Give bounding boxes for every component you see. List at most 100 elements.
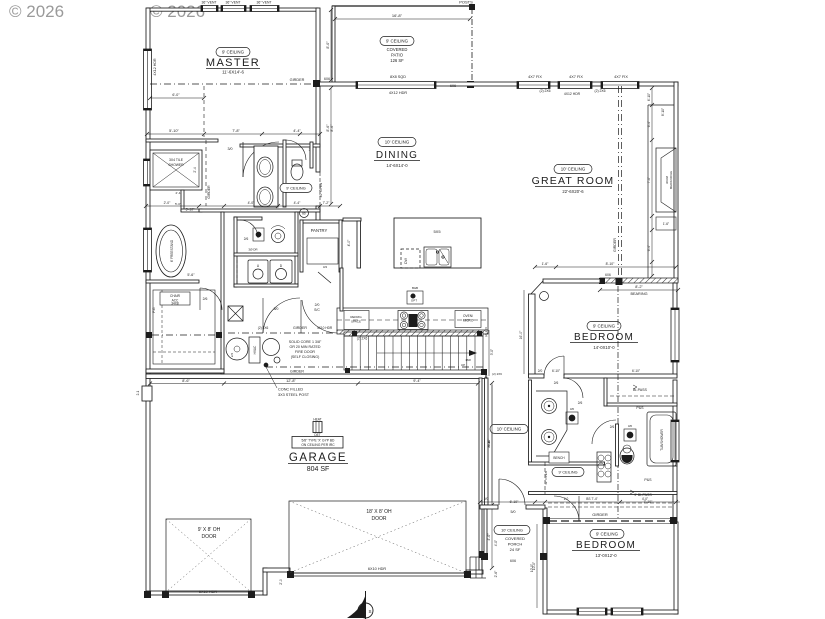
svg-text:2/4: 2/4 (230, 353, 234, 358)
svg-text:TUB/SHOWER: TUB/SHOWER (660, 429, 664, 451)
svg-text:SPACE: SPACE (351, 320, 361, 324)
svg-text:BI-PASS: BI-PASS (633, 388, 648, 392)
svg-text:(2) 2X6: (2) 2X6 (539, 89, 550, 93)
svg-text:(SELF CLOSING): (SELF CLOSING) (291, 355, 320, 359)
svg-text:8'-6": 8'-6" (326, 124, 330, 132)
svg-text:3X3 STEEL POST: 3X3 STEEL POST (278, 393, 310, 397)
svg-text:10'-0": 10'-0" (530, 564, 534, 572)
svg-text:BEDROOM: BEDROOM (576, 540, 636, 551)
svg-text:2/6: 2/6 (203, 297, 208, 301)
svg-text:8'-10": 8'-10" (661, 108, 665, 116)
svg-text:9' CEILING: 9' CEILING (286, 186, 306, 191)
svg-text:6X6: 6X6 (510, 559, 516, 563)
svg-text:5/8" TYPE 'X' GYP BD: 5/8" TYPE 'X' GYP BD (302, 439, 336, 443)
svg-text:3/0: 3/0 (570, 407, 575, 411)
svg-text:6'-4": 6'-4" (647, 121, 651, 127)
svg-text:POSTS: POSTS (459, 0, 473, 5)
svg-text:12'-8": 12'-8" (286, 379, 296, 383)
svg-text:SOLID CORE 1 3/8": SOLID CORE 1 3/8" (289, 340, 322, 344)
svg-text:2/6: 2/6 (610, 425, 615, 429)
svg-text:MASTER: MASTER (206, 57, 260, 69)
svg-text:DET: DET (314, 433, 320, 437)
svg-text:36" VENT: 36" VENT (257, 1, 272, 5)
svg-text:8'-10": 8'-10" (487, 438, 491, 448)
svg-text:OR 20 MIN RATED: OR 20 MIN RATED (290, 345, 321, 349)
svg-text:3X4 TILE: 3X4 TILE (169, 158, 184, 162)
svg-text:ACC: ACC (172, 299, 179, 303)
svg-text:3Ø DR: 3Ø DR (248, 248, 258, 252)
svg-text:GARAGE: GARAGE (289, 452, 347, 464)
svg-text:22'-6X20'-6: 22'-6X20'-6 (562, 189, 584, 194)
svg-text:40" OPEN: 40" OPEN (319, 182, 323, 197)
svg-text:5'-10": 5'-10" (186, 208, 195, 212)
svg-text:8'-6": 8'-6" (182, 379, 190, 383)
svg-text:9' CEILING: 9' CEILING (222, 50, 245, 55)
svg-text:GIRDER: GIRDER (613, 238, 617, 252)
svg-text:6' FREESTAND: 6' FREESTAND (170, 239, 174, 262)
svg-text:CONC FILLED: CONC FILLED (278, 388, 303, 392)
svg-text:16'-8": 16'-8" (392, 13, 403, 18)
svg-text:U: U (257, 264, 260, 268)
svg-text:5'-0": 5'-0" (175, 202, 181, 206)
svg-text:1'-6": 1'-6" (663, 222, 669, 226)
svg-text:3/0: 3/0 (274, 307, 279, 311)
svg-text:10'-0": 10'-0" (532, 562, 536, 570)
svg-text:7'-10": 7'-10" (644, 500, 653, 504)
svg-text:DOOR: DOOR (202, 534, 217, 540)
svg-text:GIRDER: GIRDER (290, 78, 305, 82)
svg-text:UP: UP (461, 363, 465, 367)
svg-text:S: S (368, 609, 371, 614)
svg-text:2/6: 2/6 (578, 401, 583, 405)
svg-text:(2) 2X6: (2) 2X6 (484, 369, 488, 379)
svg-text:6'-10": 6'-10" (552, 369, 560, 373)
svg-text:PORCH: PORCH (508, 542, 523, 547)
svg-text:8'-6": 8'-6" (330, 124, 334, 132)
svg-text:GIRDER: GIRDER (207, 185, 211, 199)
svg-text:9' CEILING: 9' CEILING (593, 324, 616, 329)
svg-text:8'-2": 8'-2" (635, 285, 643, 289)
svg-text:14'-0X10'-0: 14'-0X10'-0 (593, 345, 615, 350)
svg-text:9' CEILING: 9' CEILING (558, 471, 577, 475)
svg-text:2/0: 2/0 (484, 497, 489, 501)
svg-text:3'-0": 3'-0" (490, 349, 494, 355)
svg-text:10' CEILING: 10' CEILING (561, 167, 586, 172)
svg-text:4X12 HDR: 4X12 HDR (153, 58, 157, 76)
svg-text:BEDROOM: BEDROOM (574, 332, 634, 343)
svg-text:PATIO: PATIO (391, 53, 404, 58)
svg-text:10' CEILING: 10' CEILING (501, 528, 523, 533)
svg-text:COVERED: COVERED (387, 47, 408, 52)
svg-text:GIRDER: GIRDER (290, 370, 304, 374)
svg-text:P.G: P.G (152, 307, 156, 313)
svg-text:PANTRY: PANTRY (311, 228, 328, 233)
svg-text:36" VENT: 36" VENT (226, 1, 241, 5)
svg-text:9' X 8' OH: 9' X 8' OH (198, 527, 221, 533)
svg-text:OVEN/: OVEN/ (463, 314, 473, 318)
svg-text:6X6: 6X6 (324, 77, 330, 81)
svg-text:8X8 SQD: 8X8 SQD (390, 75, 406, 79)
svg-text:(2) 2X6: (2) 2X6 (594, 89, 605, 93)
svg-text:4'-0": 4'-0" (248, 201, 256, 205)
svg-text:P&S: P&S (636, 406, 644, 410)
svg-text:9'-4": 9'-4" (413, 379, 421, 383)
svg-text:42" OPEN: 42" OPEN (544, 471, 548, 485)
svg-text:8'-0": 8'-0" (326, 41, 330, 49)
svg-text:© 2026: © 2026 (9, 2, 64, 21)
svg-text:6'-0": 6'-0" (172, 93, 180, 97)
svg-text:MEDIA NICHE: MEDIA NICHE (669, 171, 673, 189)
svg-text:2'-6": 2'-6" (494, 570, 498, 578)
svg-text:6X6: 6X6 (605, 273, 611, 277)
svg-text:4X12 HDR: 4X12 HDR (389, 91, 407, 95)
svg-text:7'-8": 7'-8" (232, 129, 240, 133)
svg-text:5'-10": 5'-10" (169, 129, 179, 133)
svg-text:SHOWER: SHOWER (168, 163, 184, 167)
svg-text:2/0: 2/0 (538, 369, 543, 373)
svg-text:HEAT: HEAT (313, 418, 321, 422)
svg-text:36X48: 36X48 (665, 176, 669, 185)
svg-text:34X8: 34X8 (171, 302, 179, 306)
svg-text:7'-0": 7'-0" (647, 177, 651, 183)
svg-text:5'-6": 5'-6" (187, 273, 195, 277)
svg-text:6'-10": 6'-10" (647, 93, 651, 101)
svg-text:9' BI-PASS: 9' BI-PASS (634, 493, 652, 497)
svg-text:4X7 FIX: 4X7 FIX (528, 75, 542, 79)
svg-text:2/6: 2/6 (554, 381, 559, 385)
